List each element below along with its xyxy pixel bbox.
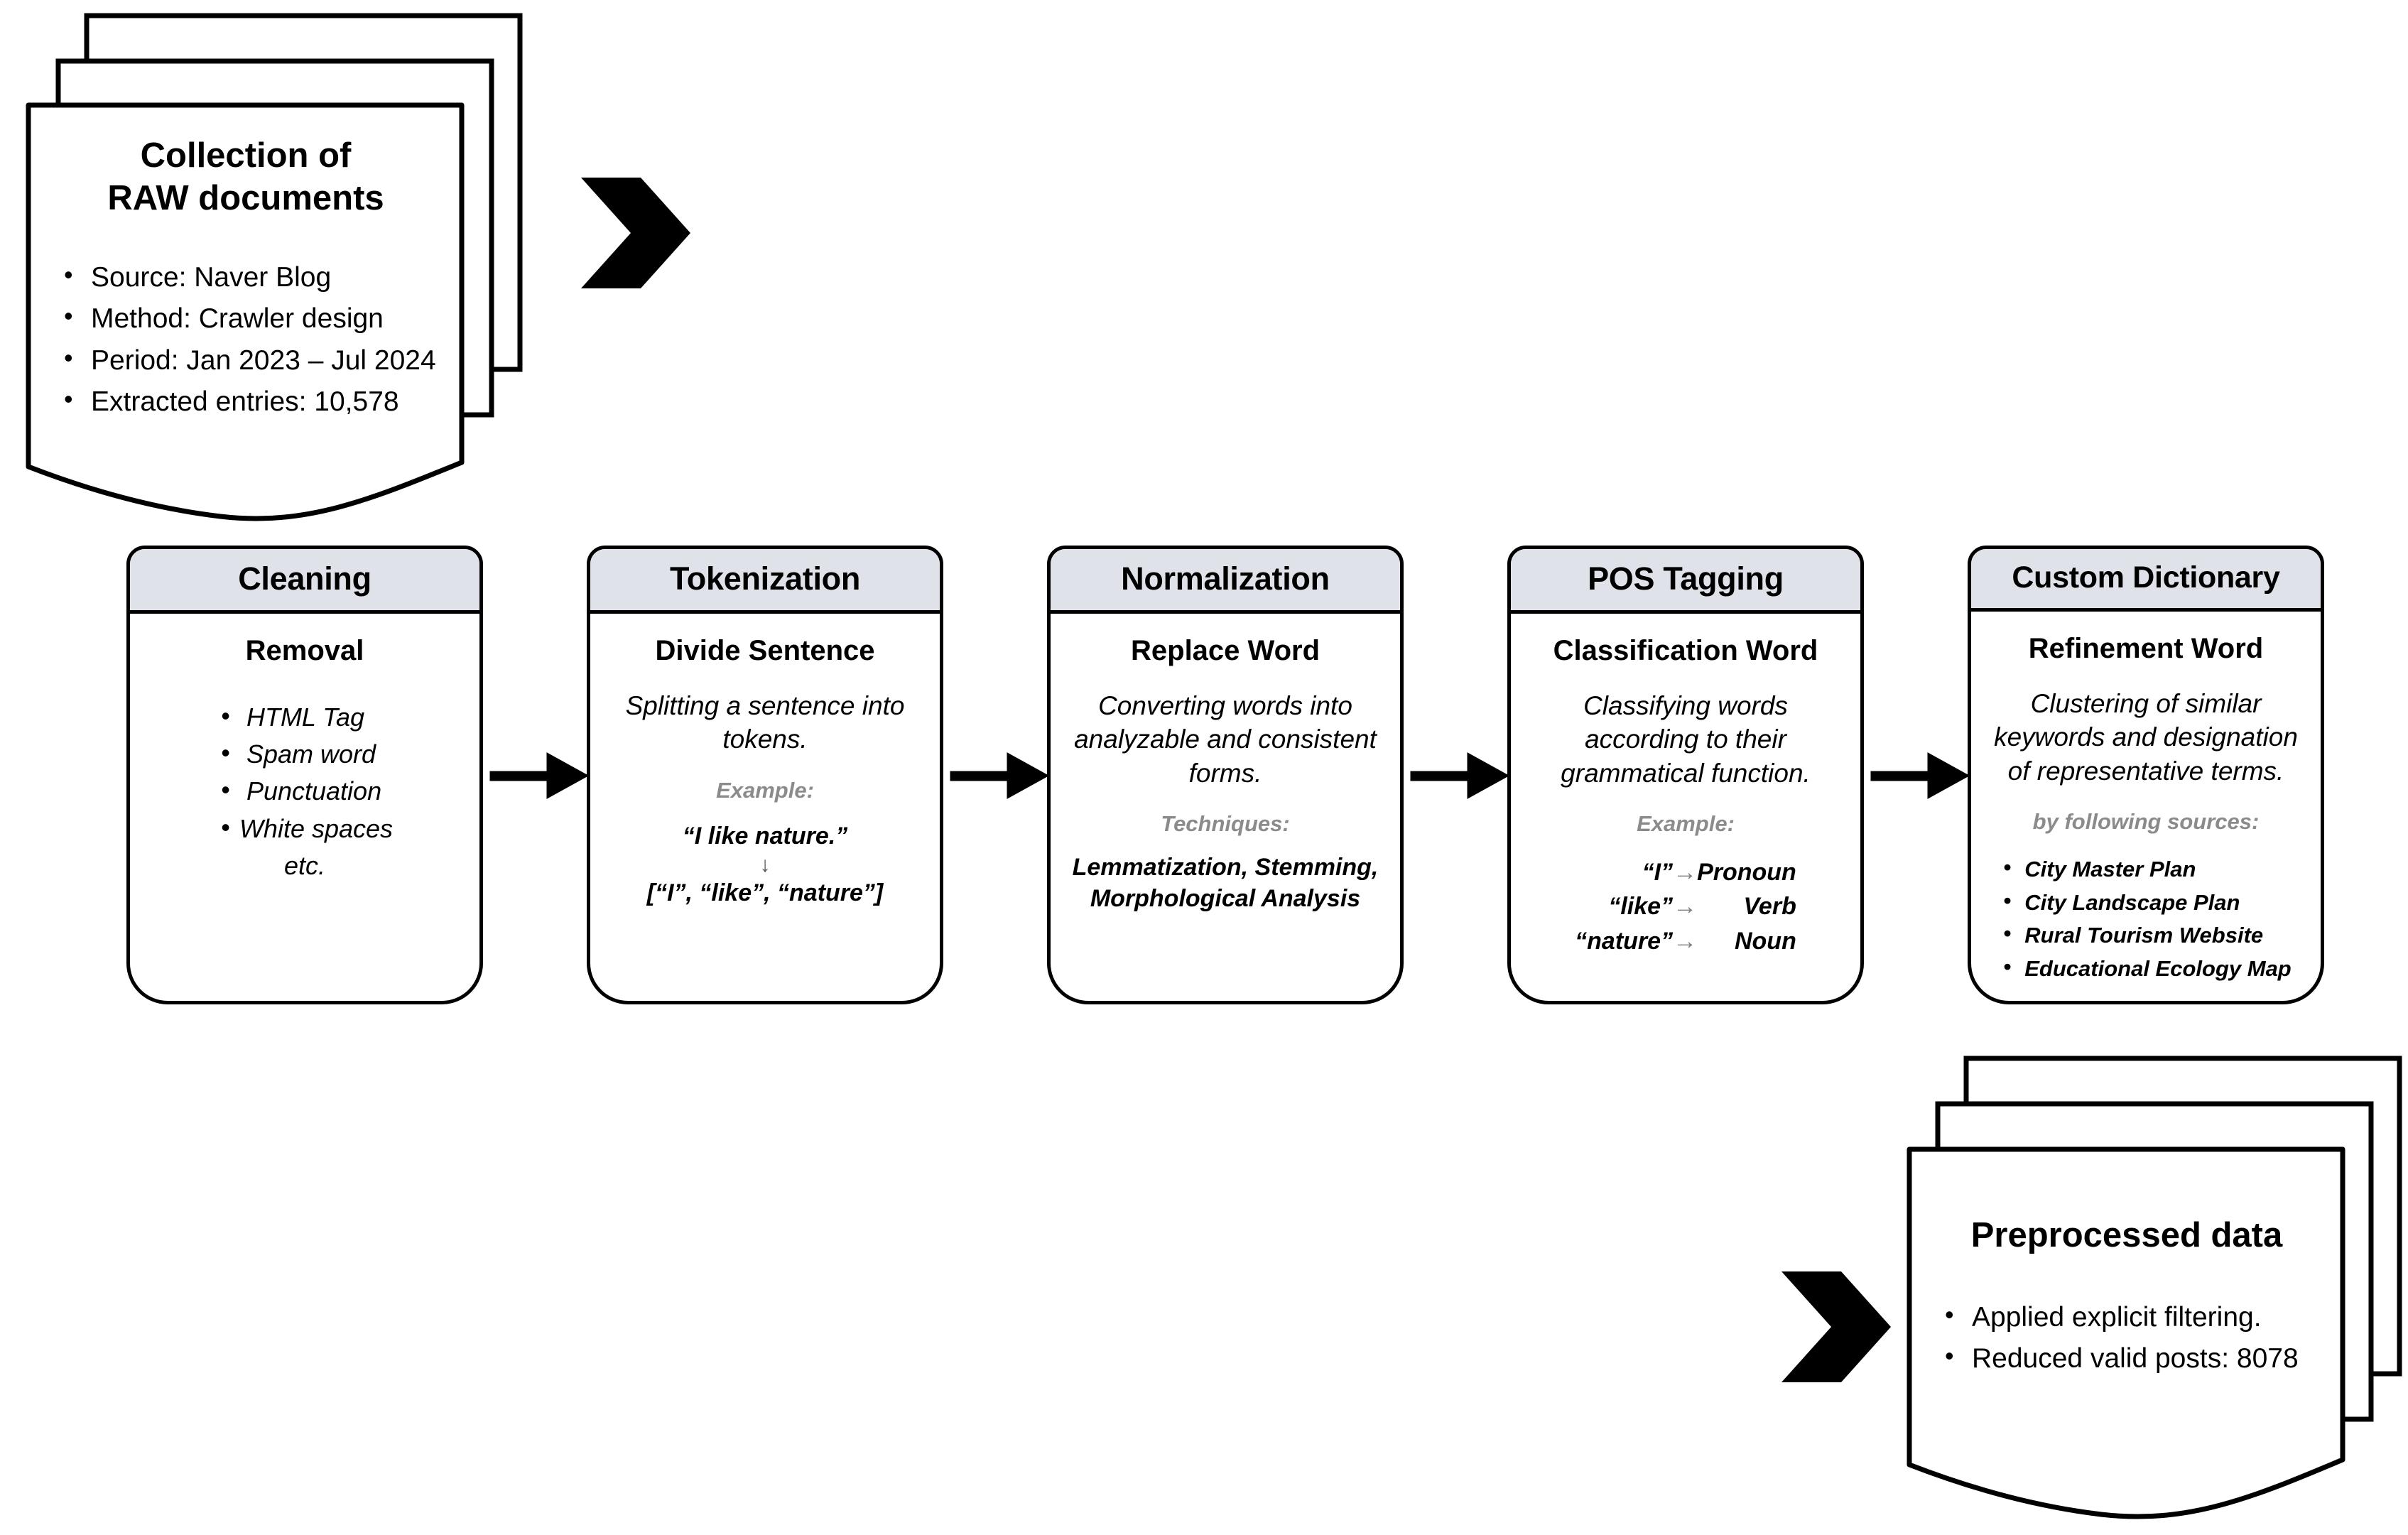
input-document-content: Collection of RAW documents Source: Nave… (37, 135, 455, 423)
list-item: Period: Jan 2023 – Jul 2024 (58, 340, 455, 382)
input-document-bullet-list: Source: Naver Blog Method: Crawler desig… (37, 256, 455, 423)
process-box-pos-tagging[interactable]: POS Tagging Classification Word Classify… (1507, 546, 1864, 1004)
process-body-cleaning: Removal HTML Tag Spam word Punctuation W… (130, 614, 479, 1001)
arrow-down-icon: ↓ (759, 852, 771, 877)
process-body-tokenization: Divide Sentence Splitting a sentence int… (590, 614, 940, 1001)
arrow-right-icon-3 (1410, 752, 1510, 799)
pos-tag: Verb (1743, 893, 1796, 921)
arrow-right-icon: → (1673, 927, 1698, 955)
list-item: Rural Tourism Website (2000, 917, 2292, 953)
process-box-cleaning[interactable]: Cleaning Removal HTML Tag Spam word Punc… (126, 546, 483, 1004)
output-document-bullet-list: Applied explicit filtering. Reduced vali… (1918, 1296, 2336, 1380)
list-item: HTML Tag (217, 698, 393, 736)
pos-mapping-table: “I” → Pronoun “like” → Verb “nature” → N… (1575, 855, 1796, 958)
process-subtitle-tokenization: Divide Sentence (655, 635, 875, 666)
process-header-tokenization: Tokenization (590, 549, 940, 614)
table-row: “nature” → Noun (1575, 924, 1796, 958)
process-header-pos-tagging: POS Tagging (1511, 549, 1860, 614)
list-item: Method: Crawler design (58, 298, 455, 340)
cleaning-etc-label: etc. (283, 850, 326, 880)
normalization-techniques-line-2: Morphological Analysis (1090, 884, 1361, 912)
list-item: Reduced valid posts: 8078 (1939, 1338, 2336, 1380)
process-header-cleaning: Cleaning (130, 549, 479, 614)
pos-word: “nature” (1575, 927, 1674, 955)
pos-word: “I” (1642, 859, 1674, 886)
table-row: “like” → Verb (1575, 889, 1796, 923)
list-item: White spaces (217, 809, 393, 847)
list-item: Spam word (217, 734, 393, 773)
arrow-right-icon: → (1673, 859, 1698, 886)
process-note-normalization: Techniques: (1161, 811, 1290, 837)
arrow-right-icon-4 (1870, 752, 1970, 799)
arrow-right-icon-2 (950, 752, 1050, 799)
flow-arrows (489, 752, 1970, 799)
process-note-pos-tagging: Example: (1637, 811, 1735, 837)
process-note-tokenization: Example: (716, 777, 814, 803)
cleaning-removal-list: HTML Tag Spam word Punctuation White spa… (217, 698, 393, 847)
output-document-content: Preprocessed data Applied explicit filte… (1918, 1215, 2336, 1380)
input-title-line-2: RAW documents (107, 178, 384, 217)
list-item: Educational Ecology Map (2000, 950, 2292, 986)
tokenization-example-input: “I like nature.” (682, 822, 848, 850)
chevron-right-icon-output (1781, 1271, 1891, 1382)
pos-word: “like” (1608, 893, 1674, 921)
process-description-tokenization: Splitting a sentence into tokens. (625, 691, 905, 754)
normalization-techniques-line-1: Lemmatization, Stemming, (1072, 854, 1379, 882)
process-header-normalization: Normalization (1051, 549, 1400, 614)
list-item: Punctuation (217, 771, 393, 810)
process-note-custom-dictionary: by following sources: (2032, 809, 2260, 835)
process-box-tokenization[interactable]: Tokenization Divide Sentence Splitting a… (587, 546, 943, 1004)
process-box-normalization[interactable]: Normalization Replace Word Converting wo… (1047, 546, 1404, 1004)
process-description-pos-tagging: Classifying words according to their gra… (1561, 691, 1811, 788)
chevron-right-icon-input (581, 178, 690, 288)
input-title-line-1: Collection of (140, 136, 352, 175)
list-item: Applied explicit filtering. (1939, 1296, 2336, 1339)
process-header-custom-dictionary: Custom Dictionary (1971, 549, 2321, 612)
list-item: City Landscape Plan (2000, 884, 2292, 920)
process-body-custom-dictionary: Refinement Word Clustering of similar ke… (1971, 612, 2321, 1001)
process-body-pos-tagging: Classification Word Classifying words ac… (1511, 614, 1860, 1001)
process-subtitle-pos-tagging: Classification Word (1553, 635, 1818, 666)
process-subtitle-cleaning: Removal (245, 635, 364, 666)
output-document-title: Preprocessed data (1970, 1216, 2283, 1254)
pos-tag: Pronoun (1697, 859, 1796, 886)
process-description-normalization: Converting words into analyzable and con… (1074, 691, 1377, 788)
list-item: City Master Plan (2000, 851, 2292, 886)
list-item: Source: Naver Blog (58, 256, 455, 299)
arrow-right-icon-1 (489, 752, 590, 799)
arrow-right-icon: → (1673, 893, 1698, 921)
process-box-custom-dictionary[interactable]: Custom Dictionary Refinement Word Cluste… (1968, 546, 2324, 1004)
custom-dictionary-source-list: City Master Plan City Landscape Plan Rur… (2000, 851, 2292, 986)
process-subtitle-normalization: Replace Word (1131, 635, 1320, 666)
list-item: Extracted entries: 10,578 (58, 381, 455, 423)
pos-tag: Noun (1734, 927, 1796, 955)
tokenization-example-output: [“I”, “like”, “nature”] (646, 879, 884, 906)
input-document-title: Collection of RAW documents (37, 135, 455, 220)
process-body-normalization: Replace Word Converting words into analy… (1051, 614, 1400, 1001)
table-row: “I” → Pronoun (1575, 855, 1796, 889)
process-description-custom-dictionary: Clustering of similar keywords and desig… (1994, 689, 2298, 786)
process-subtitle-custom-dictionary: Refinement Word (2028, 633, 2264, 664)
